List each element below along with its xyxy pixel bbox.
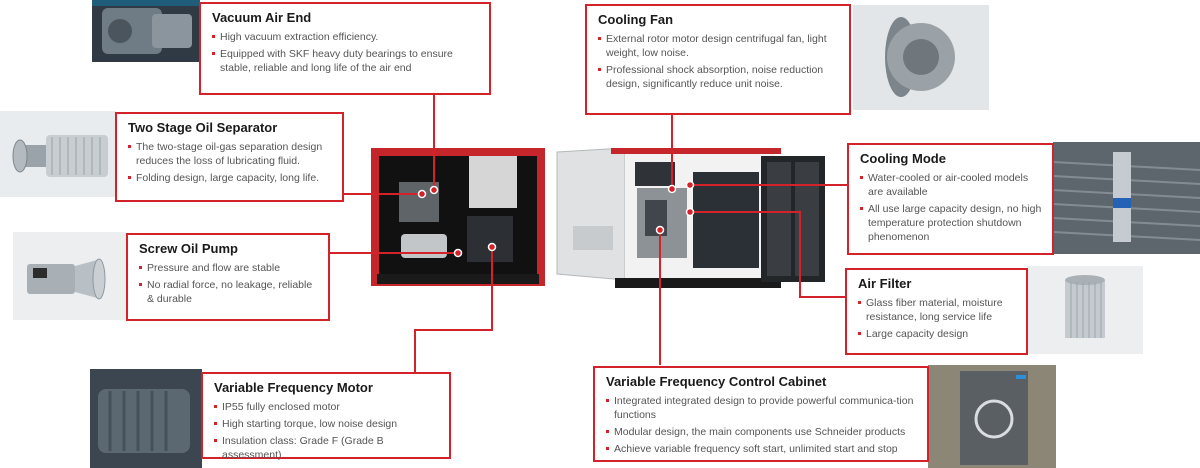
callout-oil-separator: Two Stage Oil Separator The two-stage oi… xyxy=(115,112,344,202)
callout-title: Cooling Fan xyxy=(598,12,674,27)
callout-item: Integrated integrated design to provide … xyxy=(606,394,917,422)
callout-item: Professional shock absorption, noise red… xyxy=(598,63,839,91)
cooler-photo xyxy=(1053,142,1200,254)
callout-item: All use large capacity design, no high t… xyxy=(860,202,1042,244)
oil-pump-photo xyxy=(13,232,126,320)
callout-vf-motor: Variable Frequency Motor IP55 fully encl… xyxy=(201,372,451,462)
callout-title: Screw Oil Pump xyxy=(139,241,238,256)
callout-title: Air Filter xyxy=(858,276,912,291)
compressor-right-photo xyxy=(553,148,829,290)
callout-title: Variable Frequency Motor xyxy=(214,380,373,395)
callout-item: Modular design, the main components use … xyxy=(606,425,917,439)
callout-air-filter: Air Filter Glass fiber material, moistur… xyxy=(845,268,1028,355)
callout-item: Equipped with SKF heavy duty bearings to… xyxy=(212,47,479,75)
air-end-photo xyxy=(92,0,200,62)
callout-item: Large capacity design xyxy=(858,327,1016,341)
callout-item: Water-cooled or air-cooled models are av… xyxy=(860,171,1042,199)
callout-title: Vacuum Air End xyxy=(212,10,312,25)
oil-separator-photo xyxy=(0,111,116,197)
callout-item: Pressure and flow are stable xyxy=(139,261,318,275)
callout-item: The two-stage oil-gas separation design … xyxy=(128,140,332,168)
air-filter-photo xyxy=(1027,266,1143,354)
callout-item: IP55 fully enclosed motor xyxy=(214,400,439,414)
callout-item: Glass fiber material, moisture resistanc… xyxy=(858,296,1016,324)
cooling-fan-photo xyxy=(853,5,989,110)
callout-title: Cooling Mode xyxy=(860,151,946,166)
callout-cooling-fan: Cooling Fan External rotor motor design … xyxy=(585,4,851,115)
callout-vacuum-air-end: Vacuum Air End High vacuum extraction ef… xyxy=(199,2,491,95)
callout-item: High starting torque, low noise design xyxy=(214,417,439,431)
callout-title: Two Stage Oil Separator xyxy=(128,120,278,135)
motor-photo xyxy=(90,369,202,468)
callout-oil-pump: Screw Oil Pump Pressure and flow are sta… xyxy=(126,233,330,321)
callout-item: Folding design, large capacity, long lif… xyxy=(128,171,332,185)
callout-item: Insulation class: Grade F (Grade B asses… xyxy=(214,434,439,462)
callout-cooling-mode: Cooling Mode Water-cooled or air-cooled … xyxy=(847,143,1054,255)
callout-vf-cabinet: Variable Frequency Control Cabinet Integ… xyxy=(593,366,929,462)
callout-item: Achieve variable frequency soft start, u… xyxy=(606,442,917,456)
compressor-left-photo xyxy=(371,146,545,292)
callout-item: High vacuum extraction efficiency. xyxy=(212,30,479,44)
callout-title: Variable Frequency Control Cabinet xyxy=(606,374,827,389)
control-cabinet-photo xyxy=(928,365,1056,468)
callout-item: External rotor motor design centrifugal … xyxy=(598,32,839,60)
callout-item: No radial force, no leakage, reliable & … xyxy=(139,278,318,306)
